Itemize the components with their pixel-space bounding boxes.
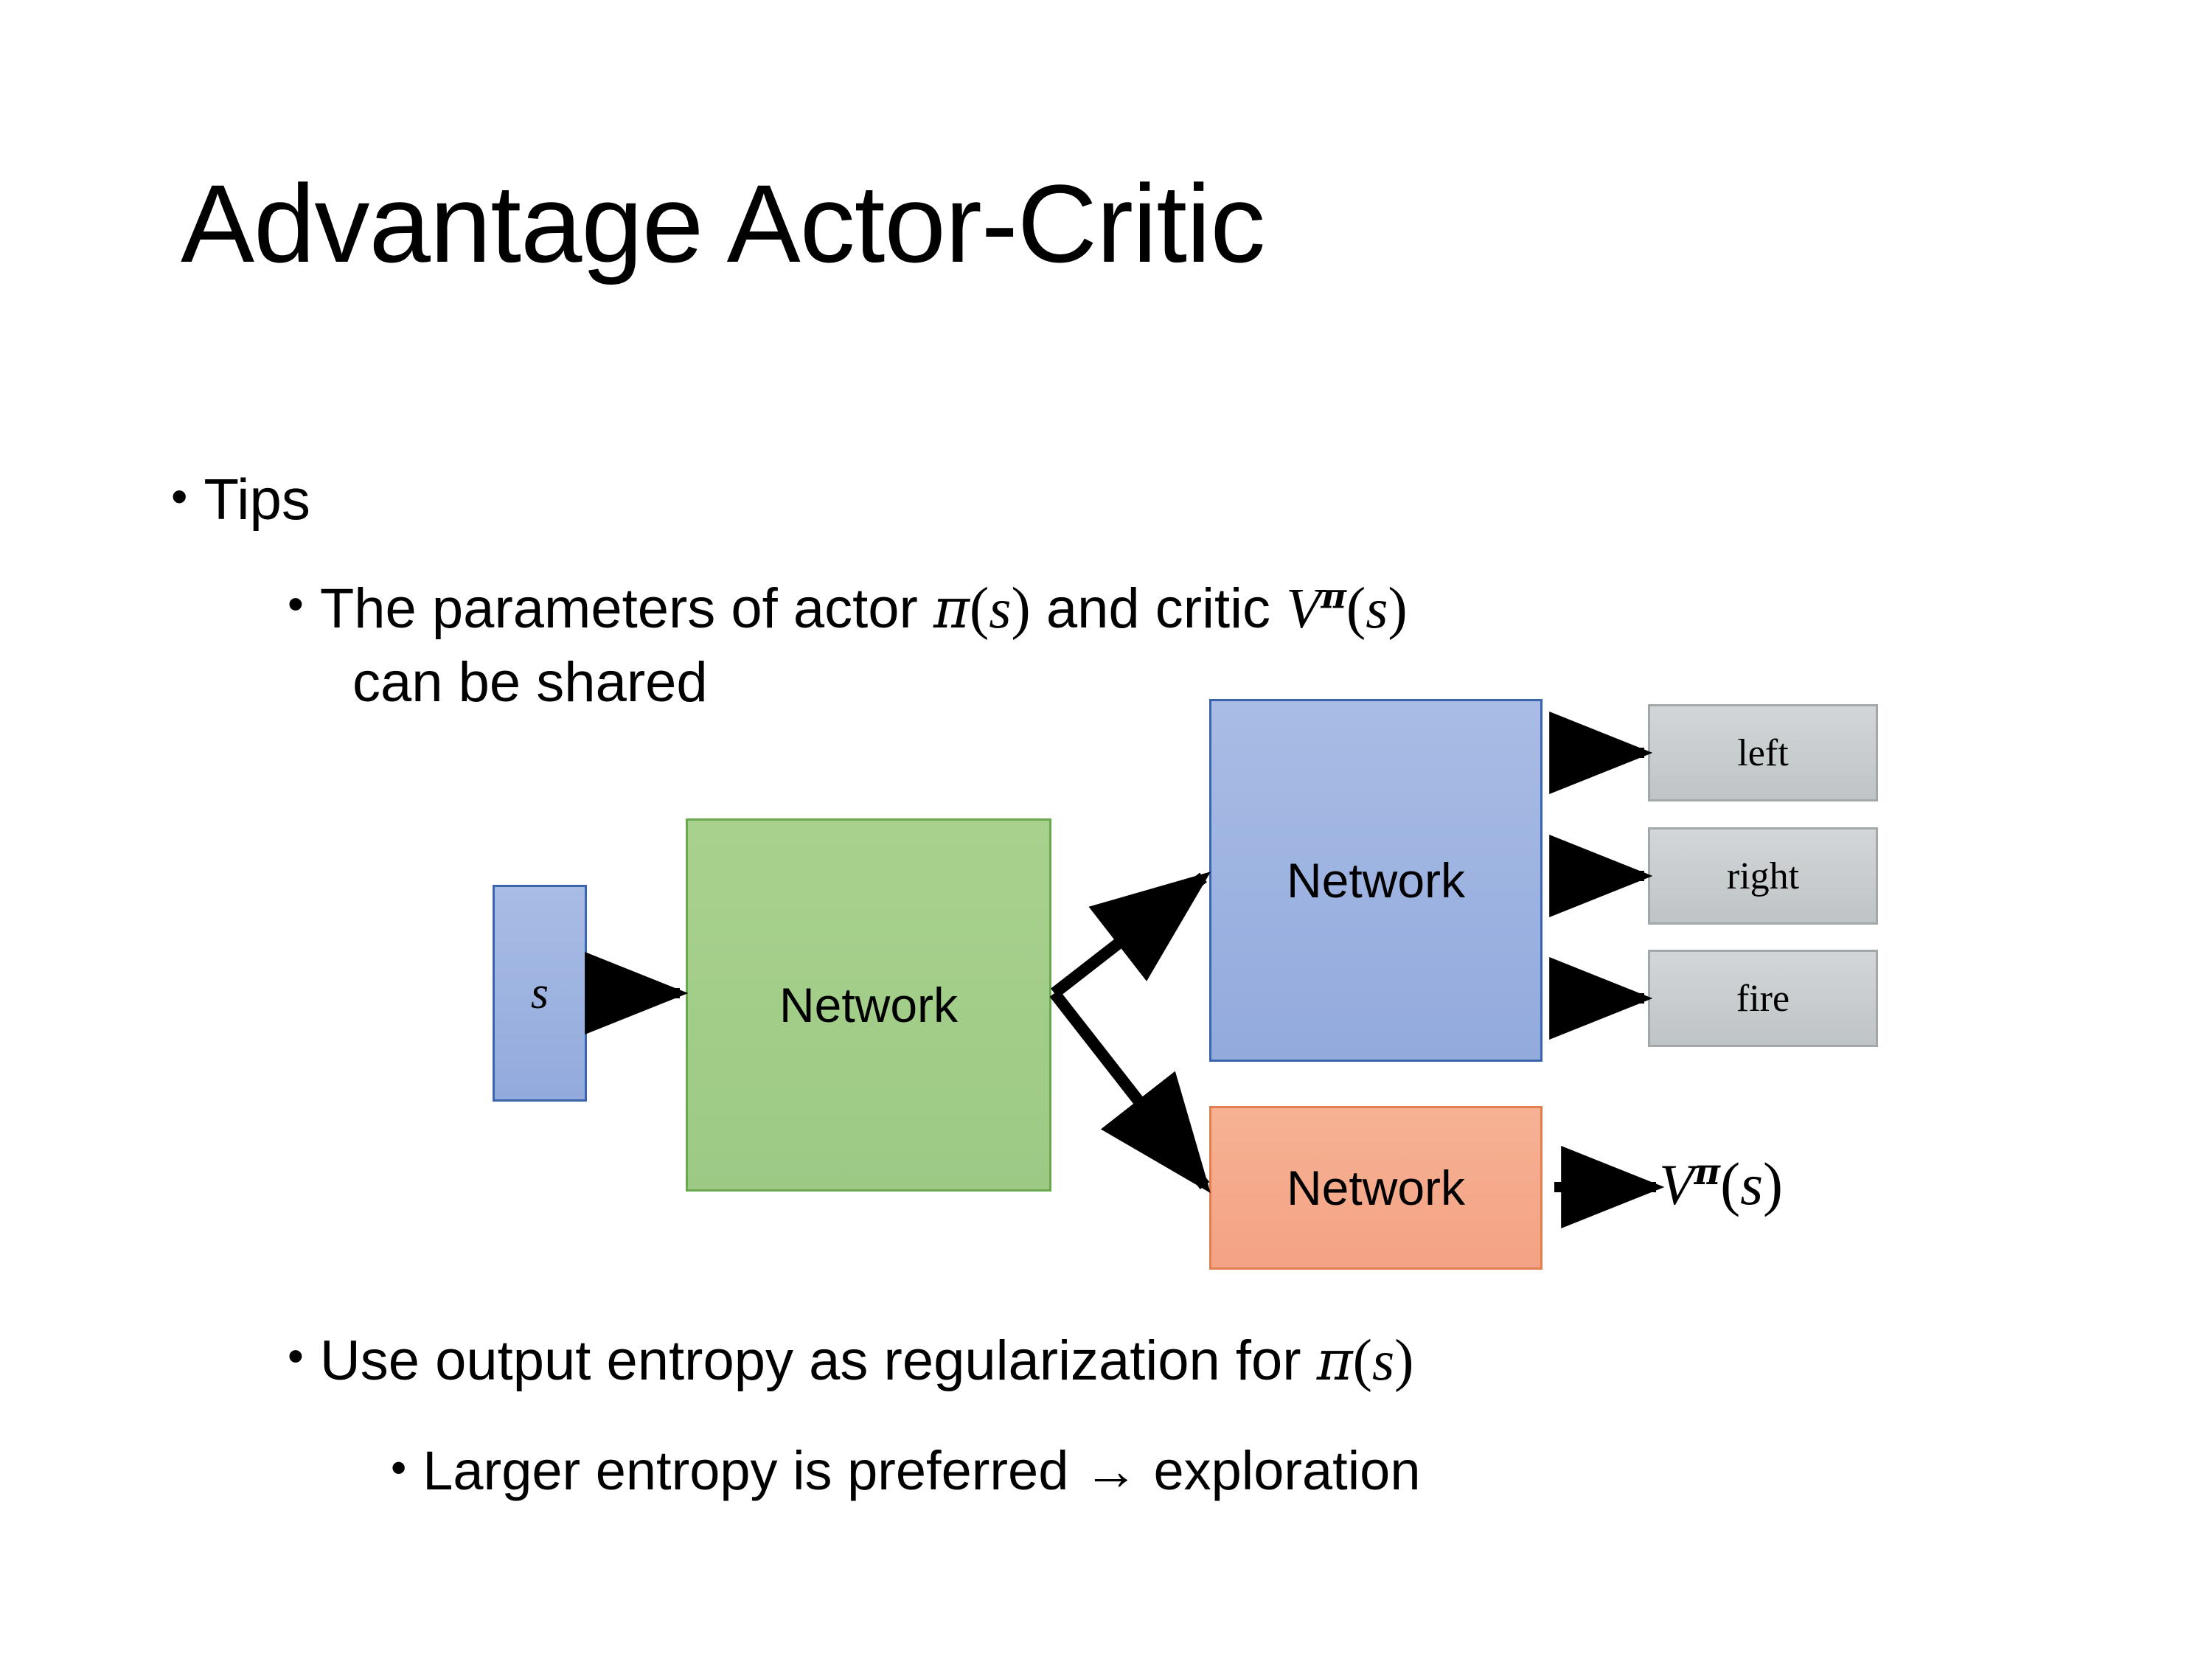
math-value-function-V: V xyxy=(1659,1152,1694,1217)
bullet-larger-entropy-label: Larger entropy is preferred → exploratio… xyxy=(422,1440,1421,1501)
page-title: Advantage Actor-Critic xyxy=(181,161,1265,285)
math-paren-close: ) xyxy=(1011,577,1031,641)
bullet-marker-icon: • xyxy=(288,579,304,630)
diagram-input-state-box: s xyxy=(493,885,587,1102)
diagram-shared-network-label: Network xyxy=(779,978,959,1032)
math-paren-open: ( xyxy=(1346,577,1366,641)
bullet-tips-label: Tips xyxy=(204,467,310,532)
diagram-actor-network-label: Network xyxy=(1286,853,1466,908)
diagram-action-output-right: right xyxy=(1648,827,1878,925)
diagram-critic-network-label: Network xyxy=(1286,1161,1466,1215)
diagram-actor-network-box: Network xyxy=(1209,699,1543,1062)
diagram-critic-output-value: Vπ(s) xyxy=(1659,1150,1783,1219)
bullet-marker-icon: • xyxy=(288,1331,304,1382)
diagram-action-output-fire: fire xyxy=(1648,950,1878,1047)
text-and-critic: and critic xyxy=(1030,577,1287,640)
arrow-shared-to-actor-network xyxy=(1051,872,1211,998)
math-pi-symbol: π xyxy=(933,577,970,641)
diagram-action-output-right-label: right xyxy=(1726,855,1800,897)
bullet-output-entropy-label: Use output entropy as regularization for… xyxy=(320,1326,1414,1397)
math-pi-symbol: π xyxy=(1316,1329,1353,1393)
arrow-shared-to-critic-network xyxy=(1049,990,1211,1194)
diagram-action-output-fire-label: fire xyxy=(1736,977,1790,1020)
bullet-shared-parameters: • The parameters of actor π(s) and criti… xyxy=(288,574,1408,644)
diagram-critic-network-box: Network xyxy=(1209,1106,1543,1270)
bullet-larger-entropy: • Larger entropy is preferred → explorat… xyxy=(391,1438,1421,1504)
text-entropy-regularization: Use output entropy as regularization for xyxy=(319,1329,1317,1392)
math-value-function-V: V xyxy=(1286,577,1321,640)
math-paren-close: ) xyxy=(1388,577,1408,641)
diagram-action-output-left-label: left xyxy=(1737,731,1789,774)
math-paren-open: ( xyxy=(969,577,990,641)
math-variable-s: s xyxy=(989,577,1012,640)
bullet-marker-icon: • xyxy=(171,470,188,523)
diagram-shared-network-box: Network xyxy=(686,818,1051,1192)
bullet-marker-icon: • xyxy=(391,1442,407,1492)
bullet-shared-parameters-line1: The parameters of actor π(s) and critic … xyxy=(320,574,1408,644)
diagram-action-output-left: left xyxy=(1648,704,1878,801)
math-variable-s: s xyxy=(1740,1152,1764,1217)
math-paren-open: ( xyxy=(1720,1151,1741,1217)
bullet-shared-parameters-line2: can be shared xyxy=(352,649,708,717)
math-variable-s: s xyxy=(1371,1329,1395,1392)
math-paren-close: ) xyxy=(1763,1151,1784,1217)
text-parameters-of-actor: The parameters of actor xyxy=(319,577,933,640)
math-paren-close: ) xyxy=(1394,1329,1414,1393)
math-paren-open: ( xyxy=(1352,1329,1372,1393)
math-superscript-pi: π xyxy=(1694,1152,1721,1193)
diagram-input-state-label: s xyxy=(530,967,549,1018)
bullet-output-entropy: • Use output entropy as regularization f… xyxy=(288,1326,1413,1397)
bullet-tips: • Tips xyxy=(171,465,310,535)
math-superscript-pi: π xyxy=(1321,576,1346,617)
text-can-be-shared: can be shared xyxy=(352,651,708,714)
math-variable-s: s xyxy=(1366,577,1388,640)
